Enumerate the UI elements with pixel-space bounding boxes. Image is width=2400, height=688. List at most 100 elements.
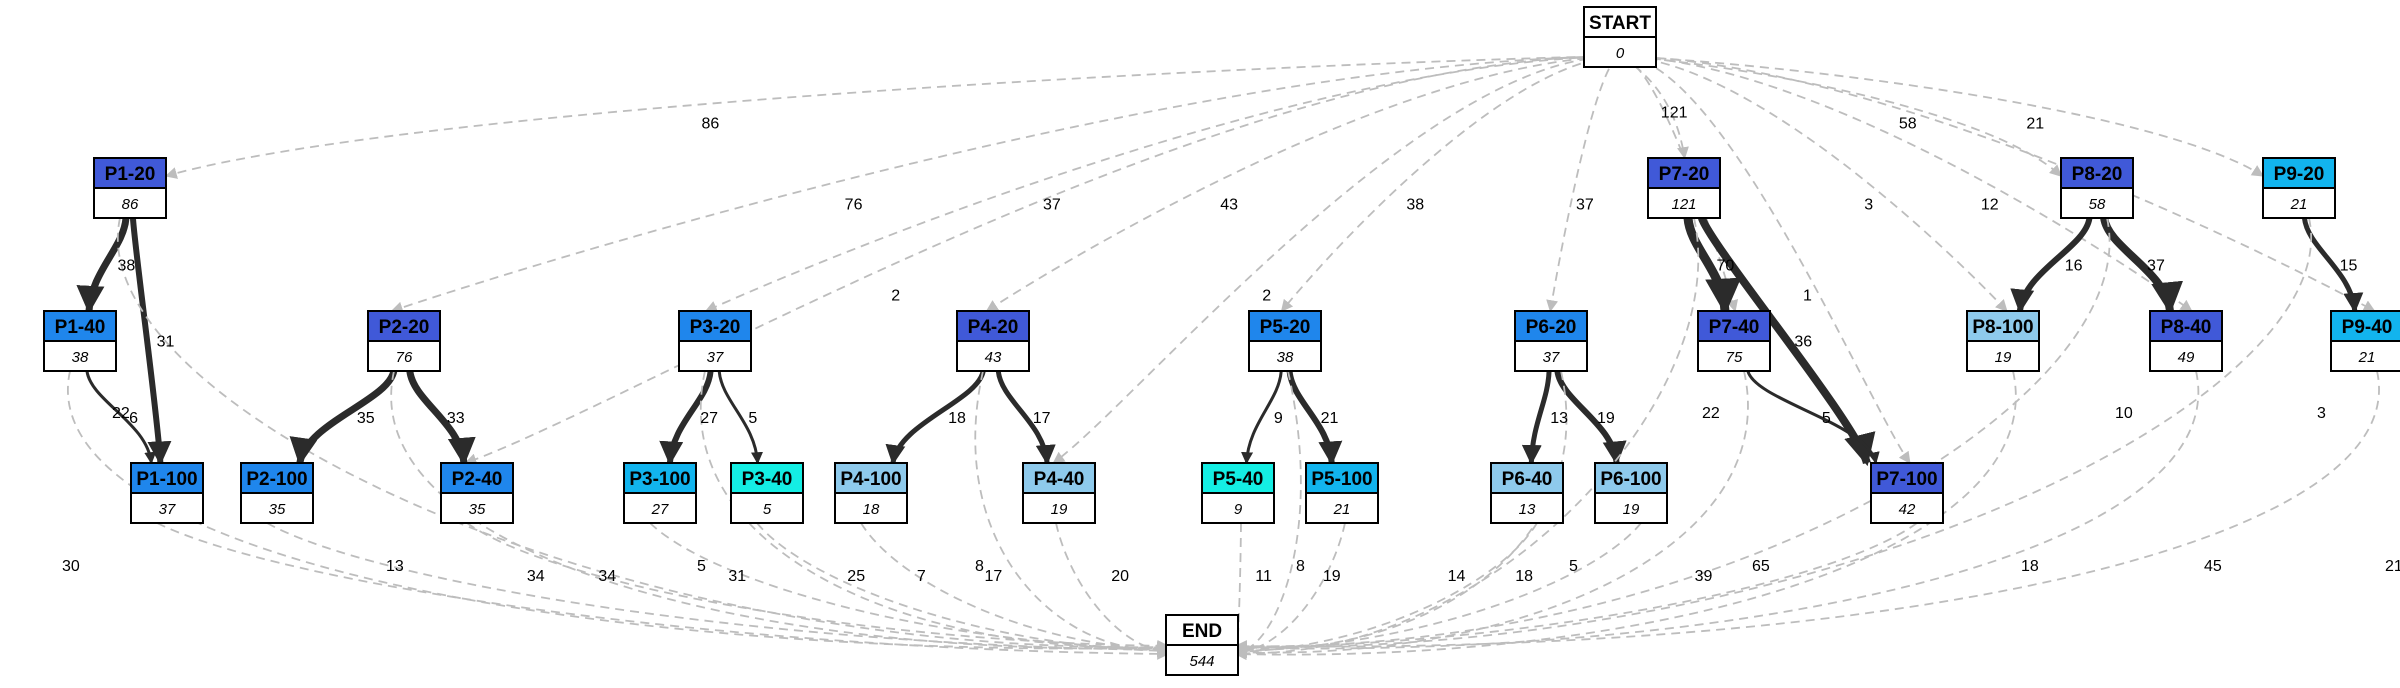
node-start[interactable]: START 0 [1583, 6, 1657, 68]
node-header [130, 462, 204, 494]
node-body [1594, 492, 1668, 524]
node-count: 43 [985, 349, 1002, 366]
node-header [1514, 310, 1588, 342]
edge-labels-layer: 8676237432383712151358122163831226303435… [62, 105, 2400, 585]
edge-p1100-to-end [156, 522, 1170, 660]
node-title: P1-100 [136, 469, 197, 490]
node-title: P1-40 [55, 317, 106, 338]
node-body [1201, 492, 1275, 524]
edge-label-p3100-to-end: 25 [847, 568, 865, 585]
node-title: P4-20 [968, 317, 1019, 338]
edge-p140-to-p1100 [85, 370, 157, 465]
edge-p520-to-p5100 [1286, 370, 1343, 466]
node-body [956, 340, 1030, 372]
edge-p320-to-p340 [717, 370, 763, 465]
edge-label-p940-to-end: 21 [2385, 558, 2400, 575]
node-p420[interactable]: P4-20 43 [956, 310, 1030, 372]
edge-p720-to-end [1234, 217, 1700, 660]
edge-label-start-to-p240: 2 [891, 288, 900, 305]
node-body [240, 492, 314, 524]
edge-label-p520-to-end: 8 [1296, 558, 1305, 575]
edge-p120-to-end [117, 217, 1170, 654]
node-count: 75 [1726, 349, 1743, 366]
node-header [2060, 157, 2134, 189]
edge-label-p820-to-p840: 37 [2147, 258, 2165, 275]
edge-label-p6100-to-end: 18 [1515, 568, 1533, 585]
edge-p5100-to-end [1234, 522, 1346, 659]
edge-p120-to-p1100 [129, 217, 172, 466]
edge-label-p520-to-p5100: 21 [1321, 410, 1339, 427]
edge-start-to-p420 [985, 56, 1602, 312]
edge-p640-to-end [1234, 522, 1538, 658]
node-count: 0 [1616, 45, 1625, 62]
node-p840[interactable]: P8-40 49 [2149, 310, 2223, 372]
edge-start-to-p920 [1640, 56, 2265, 177]
edge-label-p540-to-end: 11 [1255, 568, 1272, 585]
node-count: 121 [1671, 196, 1696, 213]
edge-label-p140-to-end: 30 [62, 558, 80, 575]
node-count: 19 [1623, 501, 1640, 518]
node-count: 49 [2178, 349, 2195, 366]
edge-p8100-to-end [1234, 370, 2017, 661]
node-count: 35 [469, 501, 486, 518]
node-p340[interactable]: P3-405 [730, 462, 804, 524]
edge-p820-to-p8100 [2010, 217, 2093, 314]
node-count: 42 [1899, 501, 1916, 518]
node-body [43, 340, 117, 372]
edge-label-p340-to-end: 7 [917, 568, 926, 585]
node-header [1583, 6, 1657, 38]
node-body [623, 492, 697, 524]
node-header [1647, 157, 1721, 189]
node-body [730, 492, 804, 524]
node-title: P2-100 [246, 469, 307, 490]
edge-p840-to-end [1234, 370, 2200, 655]
node-p540[interactable]: P5-409 [1201, 462, 1275, 524]
edge-start-to-p720 [1621, 56, 1689, 160]
node-title: P3-100 [629, 469, 690, 490]
node-body [1647, 187, 1721, 219]
edge-p420-to-p440 [995, 370, 1056, 465]
node-title: P8-40 [2161, 317, 2212, 338]
node-title: START [1589, 13, 1651, 34]
node-count: 86 [122, 196, 139, 213]
edge-label-start-to-p7100: 1 [1803, 288, 1812, 305]
edge-p4100-to-end [860, 522, 1170, 656]
edge-label-p620-to-end: 5 [1569, 558, 1578, 575]
node-body [1697, 340, 1771, 372]
edge-label-p5100-to-end: 19 [1323, 568, 1341, 585]
edge-label-p320-to-p3100: 27 [700, 410, 718, 427]
edge-p720-to-p740 [1683, 217, 1742, 315]
edge-label-p920-to-end: 3 [2317, 405, 2326, 422]
edge-label-p720-to-p740: 70 [1717, 258, 1735, 275]
edge-label-start-to-p720: 121 [1661, 105, 1688, 122]
node-count: 21 [1333, 501, 1351, 518]
node-header [43, 310, 117, 342]
edge-start-to-p8100 [1631, 56, 2008, 312]
node-title: P5-20 [1260, 317, 1311, 338]
edge-p820-to-end [1234, 217, 2111, 653]
node-title: P8-20 [2072, 164, 2123, 185]
